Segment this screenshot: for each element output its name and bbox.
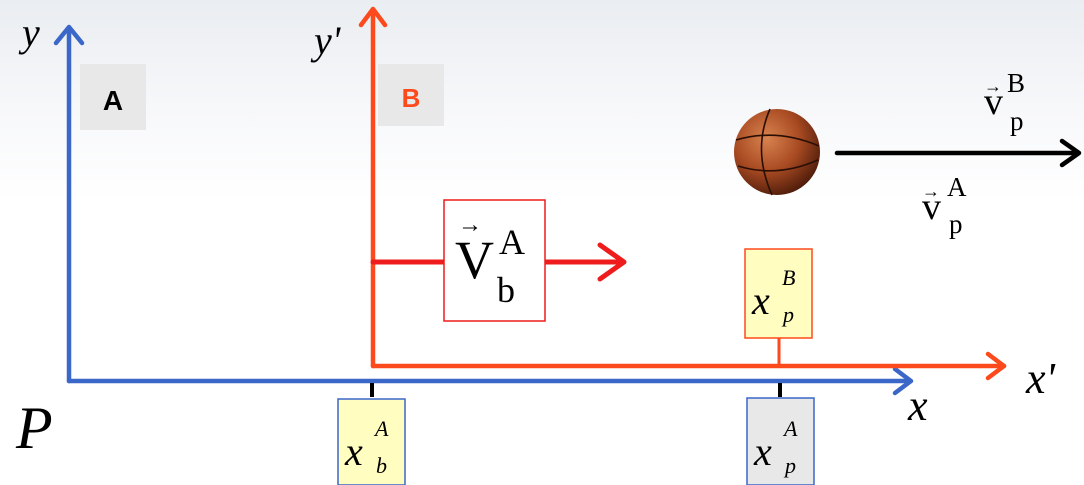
position-b-in-a-box: x A b	[337, 398, 406, 485]
vpb-symbol: v	[984, 81, 1003, 123]
vpa-superscript: A	[947, 172, 967, 202]
frame-a-y-arrowhead	[53, 24, 85, 46]
velocity-b-superscript: A	[499, 222, 525, 262]
ball-seam-3	[760, 108, 773, 196]
basketball-icon	[734, 108, 820, 196]
vpa-symbol: v	[922, 186, 941, 228]
xpb-superscript: B	[782, 265, 795, 290]
position-p-in-b-box: x B p	[744, 248, 813, 339]
ball-seam-2	[737, 159, 819, 172]
xba-symbol: x	[344, 429, 363, 474]
vpb-subscript: p	[1010, 106, 1024, 136]
frame-a-x-label: x	[907, 381, 928, 430]
xpb-box-bg	[744, 248, 813, 339]
ball-body	[734, 109, 820, 195]
frame-a-x-arrowhead	[892, 366, 914, 396]
velocity-b-arrowhead	[597, 242, 627, 282]
xpb-symbol: x	[751, 278, 770, 323]
frame-b-box-bg	[378, 64, 444, 126]
velocity-p-b-label: → v B p	[984, 68, 1025, 136]
point-p-label: P	[15, 395, 53, 461]
velocity-p-arrow	[834, 138, 1082, 168]
xpa-symbol: x	[753, 429, 772, 474]
vector-arrow-icon: →	[922, 181, 940, 201]
frame-a-label-box: A	[80, 64, 146, 130]
frame-b-y-label: y'	[310, 18, 342, 63]
velocity-p-a-label: → v A p	[922, 172, 967, 239]
velocity-b-subscript: b	[497, 270, 515, 310]
frame-b-label: B	[402, 83, 421, 113]
vpb-superscript: B	[1007, 68, 1025, 98]
velocity-b-box-bg	[443, 199, 546, 322]
frame-b-x-arrowhead	[985, 351, 1007, 381]
frame-b-y-arrowhead	[358, 6, 388, 28]
frame-a-box-bg	[80, 64, 146, 130]
frame-b-label-box: B	[378, 64, 444, 126]
xpb-subscript: p	[781, 302, 794, 327]
xpa-box-bg	[746, 397, 815, 485]
frame-a-axes	[53, 24, 914, 396]
vector-arrow-icon: →	[458, 212, 482, 238]
xpa-superscript: A	[782, 416, 798, 441]
velocity-b-arrow	[370, 242, 627, 282]
position-p-in-a-box: x A p	[746, 397, 815, 485]
xba-box-bg	[337, 398, 406, 485]
frame-b-x-label: x'	[1025, 354, 1057, 403]
vector-arrow-icon: →	[984, 76, 1002, 96]
xpa-subscript: p	[783, 453, 796, 478]
velocity-b-symbol: V	[455, 230, 494, 290]
velocity-b-label-box: V → A b	[443, 199, 546, 322]
xba-subscript: b	[376, 453, 387, 478]
xba-superscript: A	[373, 416, 389, 441]
frame-a-label: A	[103, 85, 123, 116]
frame-a-y-label: y	[18, 10, 40, 55]
frame-b-axes	[358, 6, 1007, 381]
vpa-subscript: p	[949, 209, 963, 239]
velocity-p-arrowhead	[1059, 138, 1082, 168]
ball-seam-1	[735, 134, 820, 147]
